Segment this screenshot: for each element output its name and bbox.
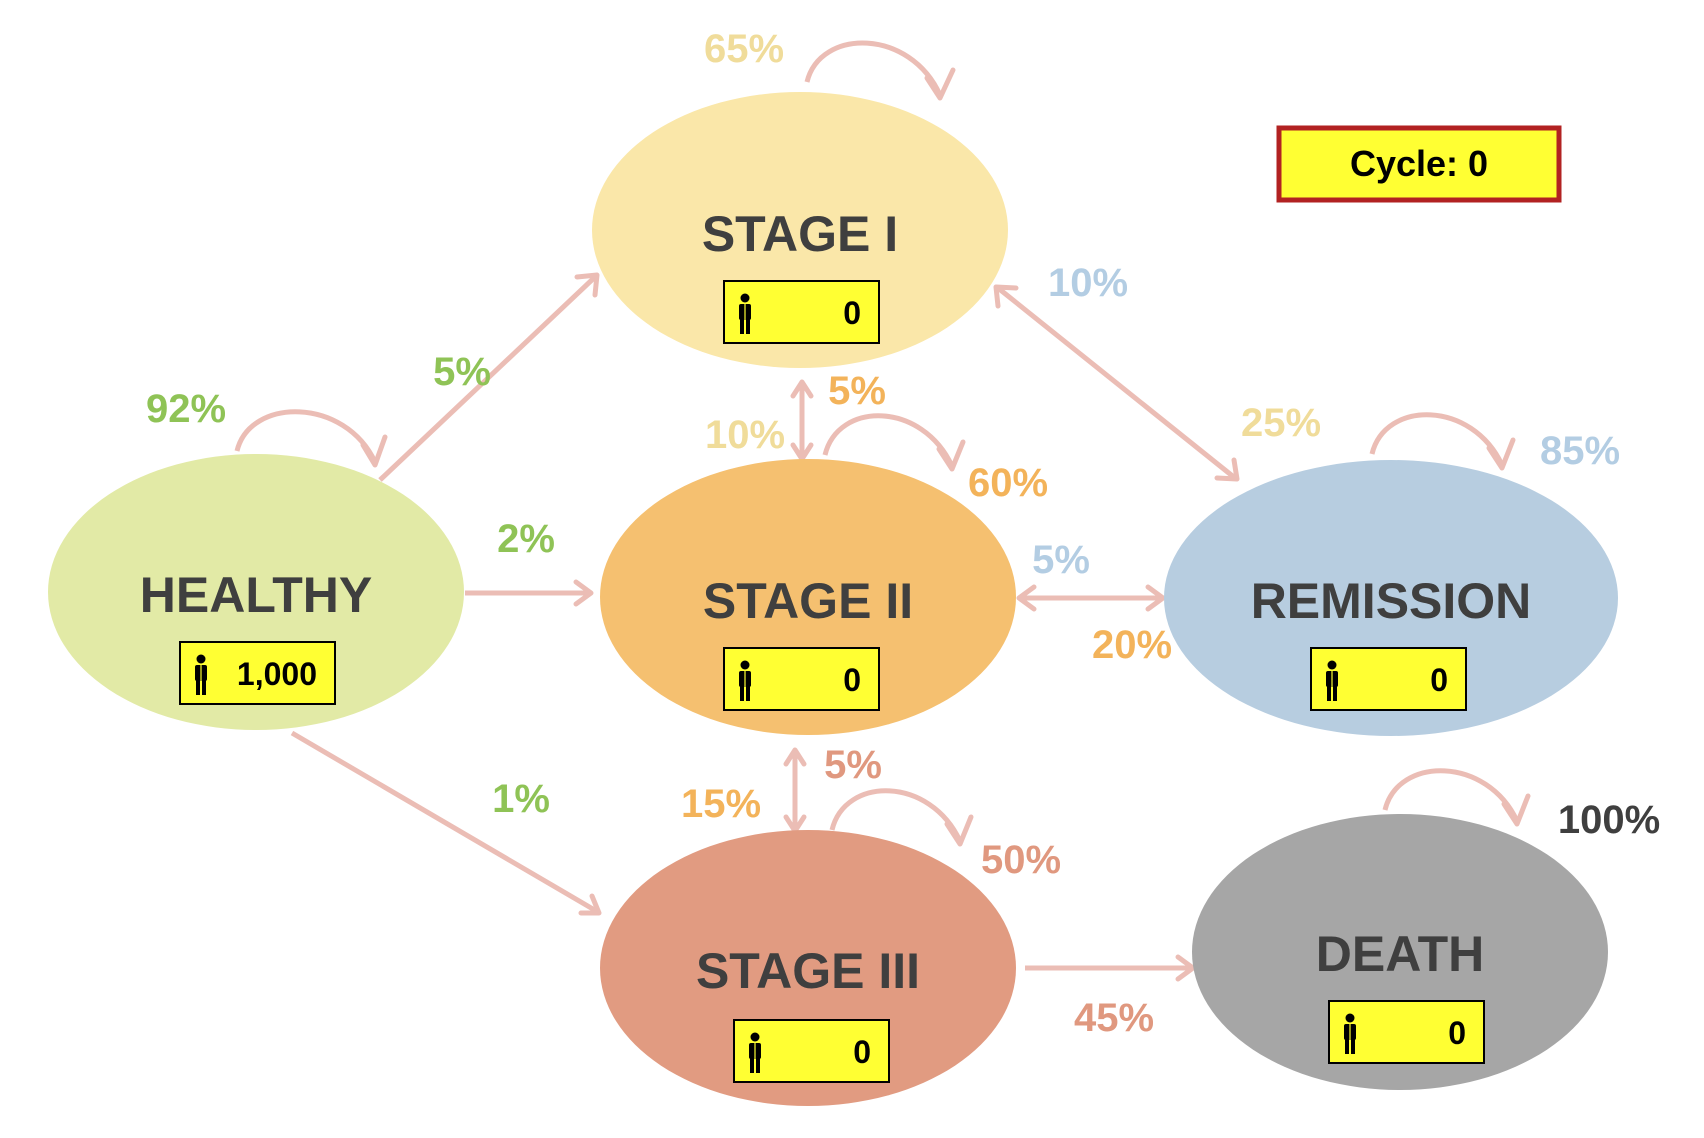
state-stage1-ellipse — [592, 92, 1008, 368]
arrow-stage1-remission — [993, 284, 1240, 482]
pct-death-self: 100% — [1558, 798, 1660, 842]
pct-remission-self: 85% — [1540, 429, 1620, 473]
state-healthy-count-box: 1,000 — [179, 641, 336, 705]
state-stage3-count: 0 — [853, 1034, 871, 1070]
state-remission-count-box: 0 — [1310, 647, 1467, 711]
transition-arrows — [234, 40, 1531, 982]
state-healthy[interactable]: HEALTHY 1,000 — [48, 454, 464, 730]
pct-stage1-to-remission: 25% — [1241, 401, 1321, 445]
state-stage2-count: 0 — [843, 662, 861, 698]
pct-remission-to-stage1: 10% — [1048, 261, 1128, 305]
pct-stage2-to-stage3: 15% — [681, 782, 761, 826]
pct-healthy-self: 92% — [146, 387, 226, 431]
self-loop-healthy — [234, 409, 388, 468]
state-stage3[interactable]: STAGE III 0 — [600, 830, 1016, 1106]
pct-stage2-to-remission: 20% — [1092, 623, 1172, 667]
arrow-stage1-stage2 — [790, 379, 814, 462]
arrow-stage2-stage3 — [783, 747, 807, 834]
transition-labels: 65% 92% 5% 2% 1% 10% 25% 5% 10% 60% 85% … — [146, 27, 1660, 1040]
self-loop-stage1 — [804, 40, 956, 101]
pct-stage3-self: 50% — [981, 838, 1061, 882]
state-stage1[interactable]: STAGE I 0 — [592, 92, 1008, 368]
arrow-healthy-to-stage3 — [290, 730, 602, 916]
state-healthy-label: HEALTHY — [140, 567, 372, 623]
pct-stage2-self: 60% — [968, 461, 1048, 505]
state-stage3-label: STAGE III — [696, 943, 920, 999]
pct-stage1-self: 65% — [704, 27, 784, 71]
pct-stage3-to-stage2: 5% — [824, 743, 882, 787]
arrow-stage2-remission — [1016, 584, 1166, 612]
state-stage1-label: STAGE I — [702, 206, 898, 262]
state-stage1-count: 0 — [843, 295, 861, 331]
state-remission-ellipse — [1164, 460, 1618, 736]
state-stage3-ellipse — [600, 830, 1016, 1106]
pct-healthy-to-stage2: 2% — [497, 517, 555, 561]
pct-healthy-to-stage1: 5% — [433, 350, 491, 394]
state-remission-count: 0 — [1430, 662, 1448, 698]
self-loop-remission — [1369, 412, 1516, 471]
pct-stage1-to-stage2: 10% — [705, 413, 785, 457]
state-stage1-count-box: 0 — [723, 280, 880, 344]
self-loop-death — [1382, 768, 1531, 827]
state-death-label: DEATH — [1316, 926, 1485, 982]
cycle-counter: Cycle: 0 — [1276, 125, 1562, 203]
state-stage2-label: STAGE II — [703, 573, 913, 629]
state-death[interactable]: DEATH 0 — [1192, 814, 1608, 1090]
state-stage2[interactable]: STAGE II 0 — [600, 459, 1016, 735]
arrow-healthy-to-stage2 — [465, 579, 594, 607]
cycle-label: Cycle: 0 — [1350, 143, 1488, 184]
state-healthy-ellipse — [48, 454, 464, 730]
self-loop-stage3 — [829, 788, 974, 847]
pct-stage3-to-death: 45% — [1074, 996, 1154, 1040]
pct-healthy-to-stage3: 1% — [492, 777, 550, 821]
state-remission[interactable]: REMISSION 0 — [1164, 460, 1618, 736]
self-loop-stage2 — [822, 413, 966, 472]
state-death-count: 0 — [1448, 1015, 1466, 1051]
pct-stage2-to-stage1: 5% — [828, 369, 886, 413]
state-stage2-ellipse — [600, 459, 1016, 735]
arrow-healthy-to-stage1 — [378, 272, 600, 482]
state-healthy-count: 1,000 — [237, 656, 317, 692]
arrow-stage3-to-death — [1025, 954, 1196, 982]
state-death-ellipse — [1192, 814, 1608, 1090]
pct-remission-to-stage2: 5% — [1032, 538, 1090, 582]
state-death-count-box: 0 — [1328, 1000, 1485, 1064]
state-stage2-count-box: 0 — [723, 647, 880, 711]
state-stage3-count-box: 0 — [733, 1019, 890, 1083]
state-remission-label: REMISSION — [1251, 573, 1532, 629]
